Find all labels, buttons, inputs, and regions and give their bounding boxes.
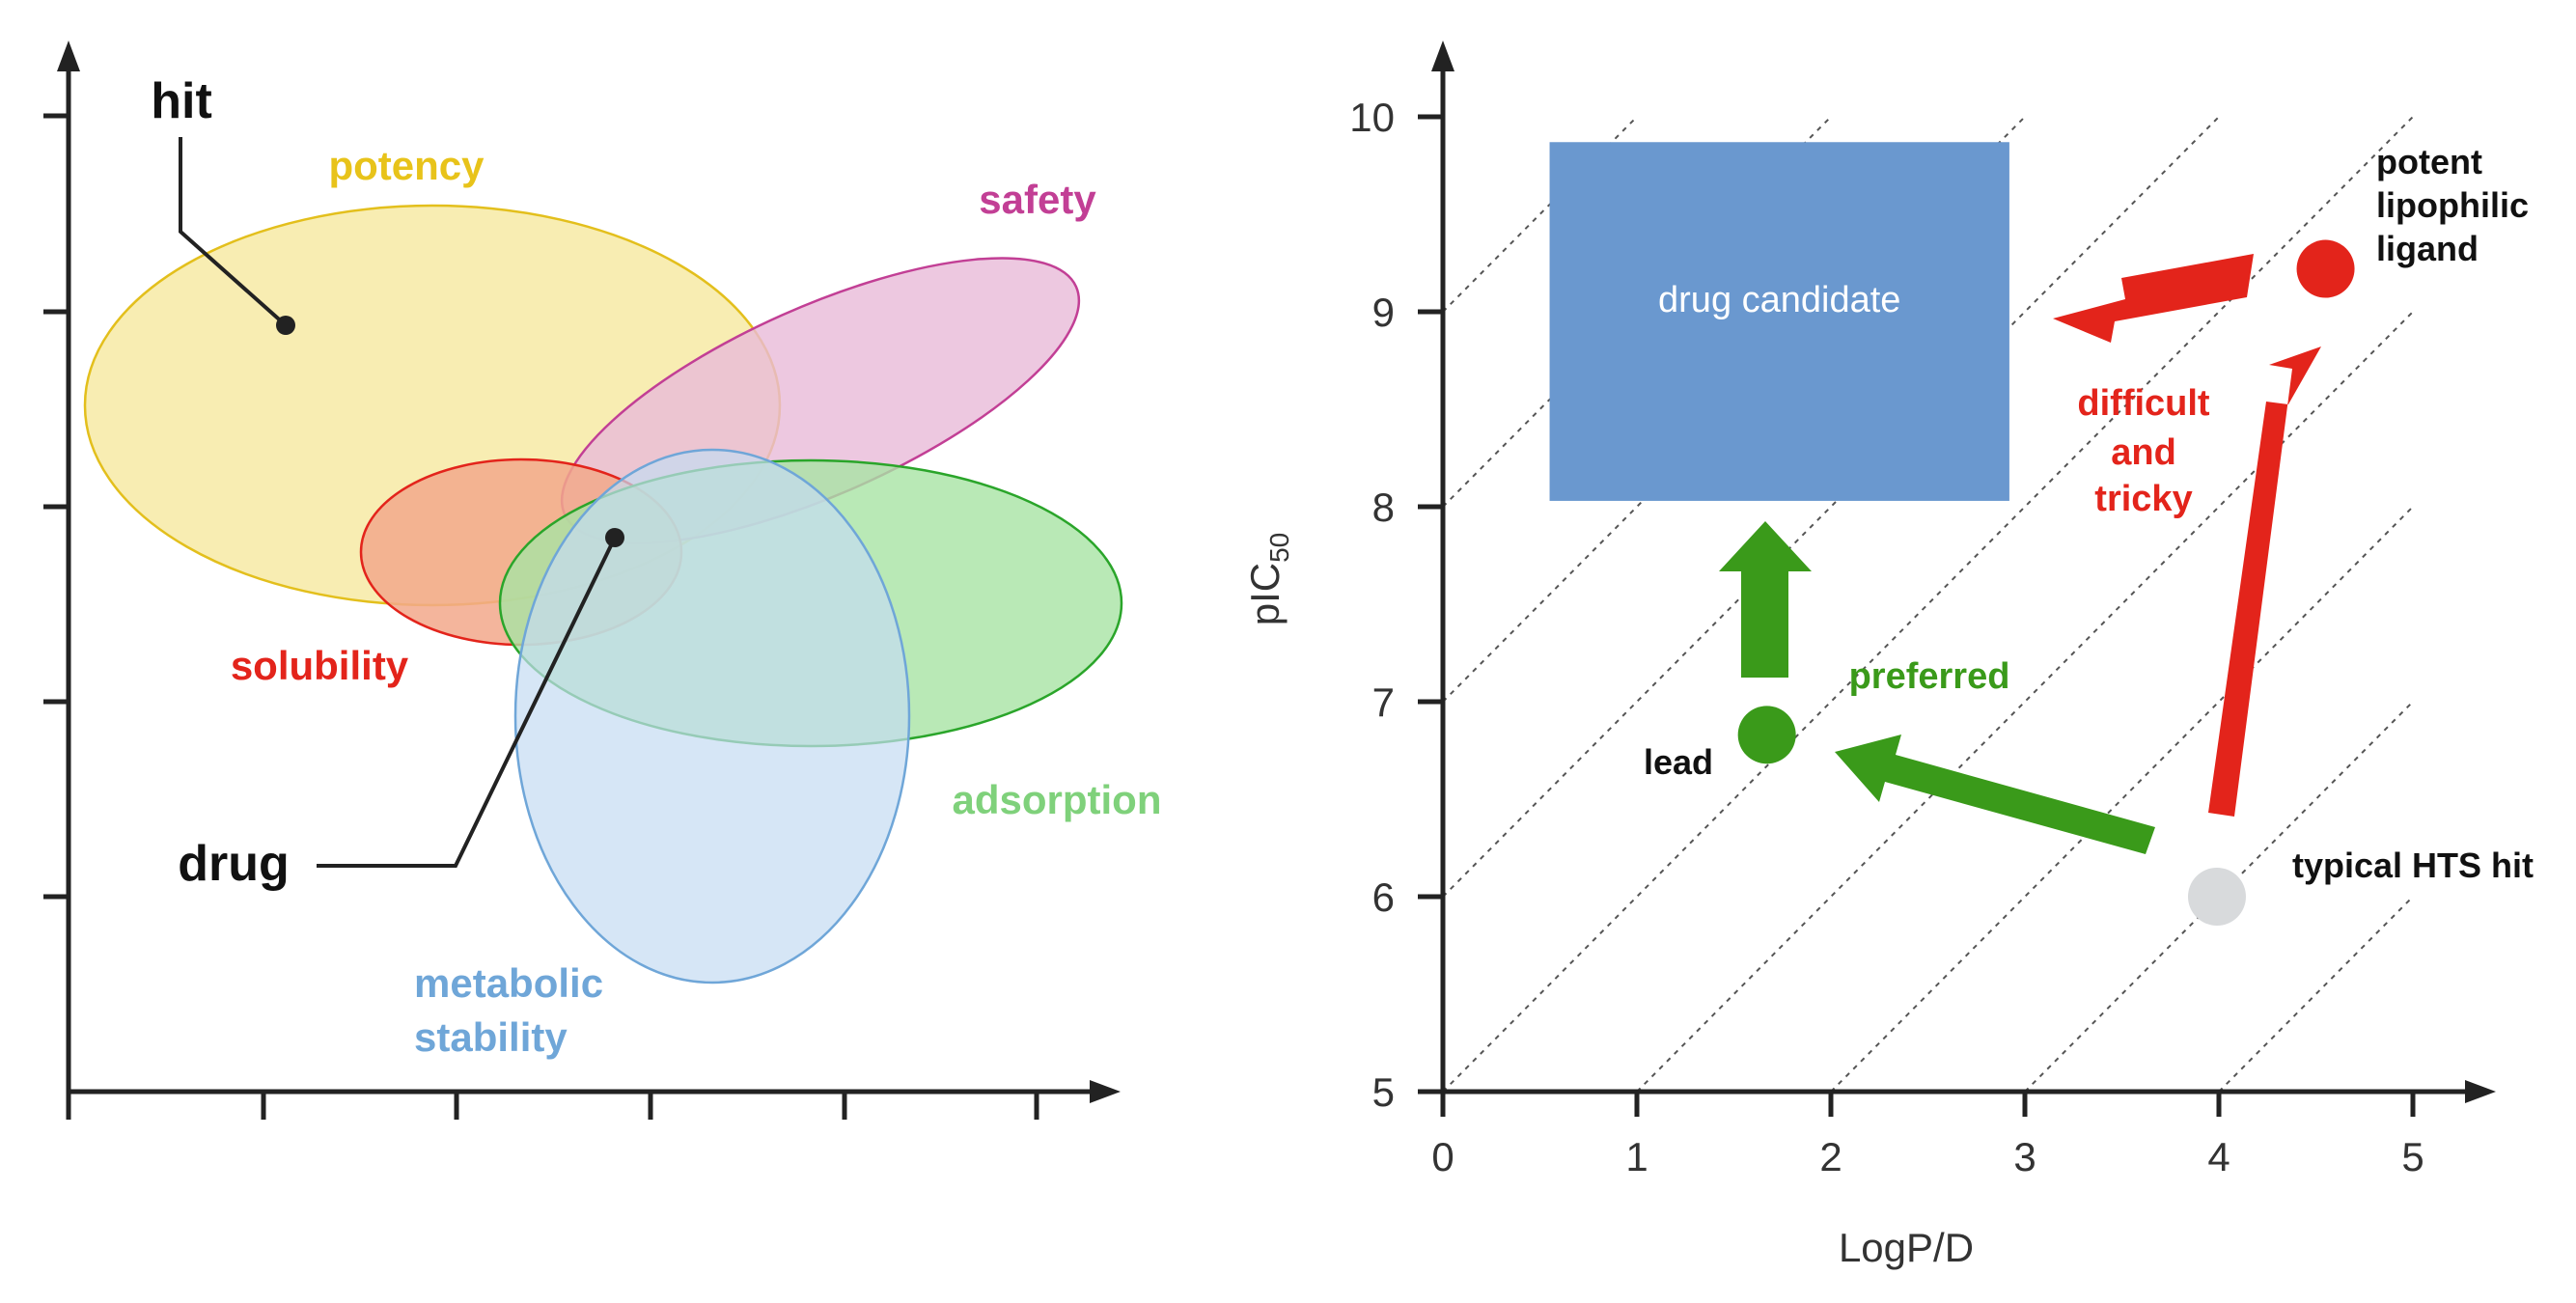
potency-label: potency: [328, 143, 485, 188]
y-tick-label: 5: [1372, 1069, 1395, 1115]
ligand-to-candidate-arrow: [2053, 254, 2254, 343]
iso-line: [2024, 701, 2414, 1093]
left-points: [179, 137, 624, 868]
iso-line: [1636, 311, 2414, 1093]
y-axis-title-sub: 50: [1264, 533, 1294, 563]
metabolic-stability-region: [513, 448, 911, 984]
y-axis-title-main: pIC: [1242, 563, 1288, 625]
x-tick-label: 2: [1819, 1134, 1842, 1179]
hts-hit-label: typical HTS hit: [2292, 846, 2534, 885]
hit-leader-line: [179, 137, 288, 327]
regions: [83, 204, 1123, 984]
metabolic-label: metabolic: [414, 960, 603, 1006]
right-axes: [1431, 41, 2496, 1103]
left-y-arrow: [57, 41, 80, 71]
y-tick-label: 8: [1372, 485, 1395, 530]
solubility-label: solubility: [231, 643, 409, 688]
x-tick-label: 3: [2013, 1134, 2036, 1179]
x-tick-label: 1: [1625, 1134, 1648, 1179]
chart-panel: drug candidate 0 1 2 3 4 5 5 6 7 8 9 10 LogP/D pIC5…: [1242, 41, 2534, 1270]
drug-leader-line: [317, 537, 617, 868]
typical-HTS-hit-point: [2187, 868, 2246, 926]
preferred-up-arrow: [1719, 521, 1812, 678]
stability-label: stability: [414, 1014, 568, 1060]
iso-line: [1442, 116, 2220, 898]
lipophilic-label: lipophilic: [2376, 185, 2529, 225]
x-axis-title: LogP/D: [1839, 1225, 1974, 1270]
preferred-label: preferred: [1849, 656, 2010, 697]
right-ticks: 0 1 2 3 4 5 5 6 7 8 9 10: [1349, 95, 2424, 1179]
hit-point: [276, 316, 295, 335]
venn-panel: hit drug potency safety solubility adsor…: [43, 41, 1162, 1120]
safety-label: safety: [979, 177, 1096, 222]
drug-label: drug: [178, 836, 290, 892]
difficult-label: difficult: [2077, 383, 2210, 424]
adsorption-label: adsorption: [953, 777, 1162, 822]
y-tick-label: 7: [1372, 679, 1395, 725]
drug-candidate-region: [1549, 142, 2009, 501]
right-x-arrow: [2465, 1080, 2496, 1103]
iso-line: [2218, 896, 2414, 1093]
lead-point: [1737, 706, 1796, 764]
y-tick-label: 6: [1372, 874, 1395, 920]
potent-lipophilic-ligand-point: [2296, 239, 2355, 298]
iso-line: [1830, 506, 2414, 1093]
lead-label: lead: [1644, 742, 1713, 782]
right-y-arrow: [1431, 41, 1454, 71]
hit-label: hit: [151, 73, 212, 129]
x-tick-label: 0: [1431, 1134, 1454, 1179]
potent-label: potent: [2376, 142, 2482, 181]
hts-to-ligand-arrow: [2208, 347, 2321, 817]
tricky-label: tricky: [2094, 479, 2192, 519]
chart-points: [1737, 239, 2355, 926]
arrows: [1719, 254, 2321, 854]
y-tick-label: 10: [1349, 95, 1395, 140]
x-tick-label: 5: [2401, 1134, 2424, 1179]
hts-to-lead-arrow: [1835, 735, 2155, 854]
drug-candidate-label: drug candidate: [1658, 280, 1900, 320]
x-tick-label: 4: [2207, 1134, 2230, 1179]
left-x-arrow: [1090, 1080, 1121, 1103]
y-axis-title: pIC50: [1242, 533, 1294, 626]
left-axes: [43, 41, 1121, 1120]
drug-point: [605, 528, 624, 547]
iso-line: [1442, 116, 1638, 313]
ligand-label: ligand: [2376, 229, 2479, 268]
y-tick-label: 9: [1372, 290, 1395, 335]
left-labels: hit drug potency safety solubility adsor…: [151, 73, 1161, 1060]
and-label: and: [2111, 432, 2176, 473]
